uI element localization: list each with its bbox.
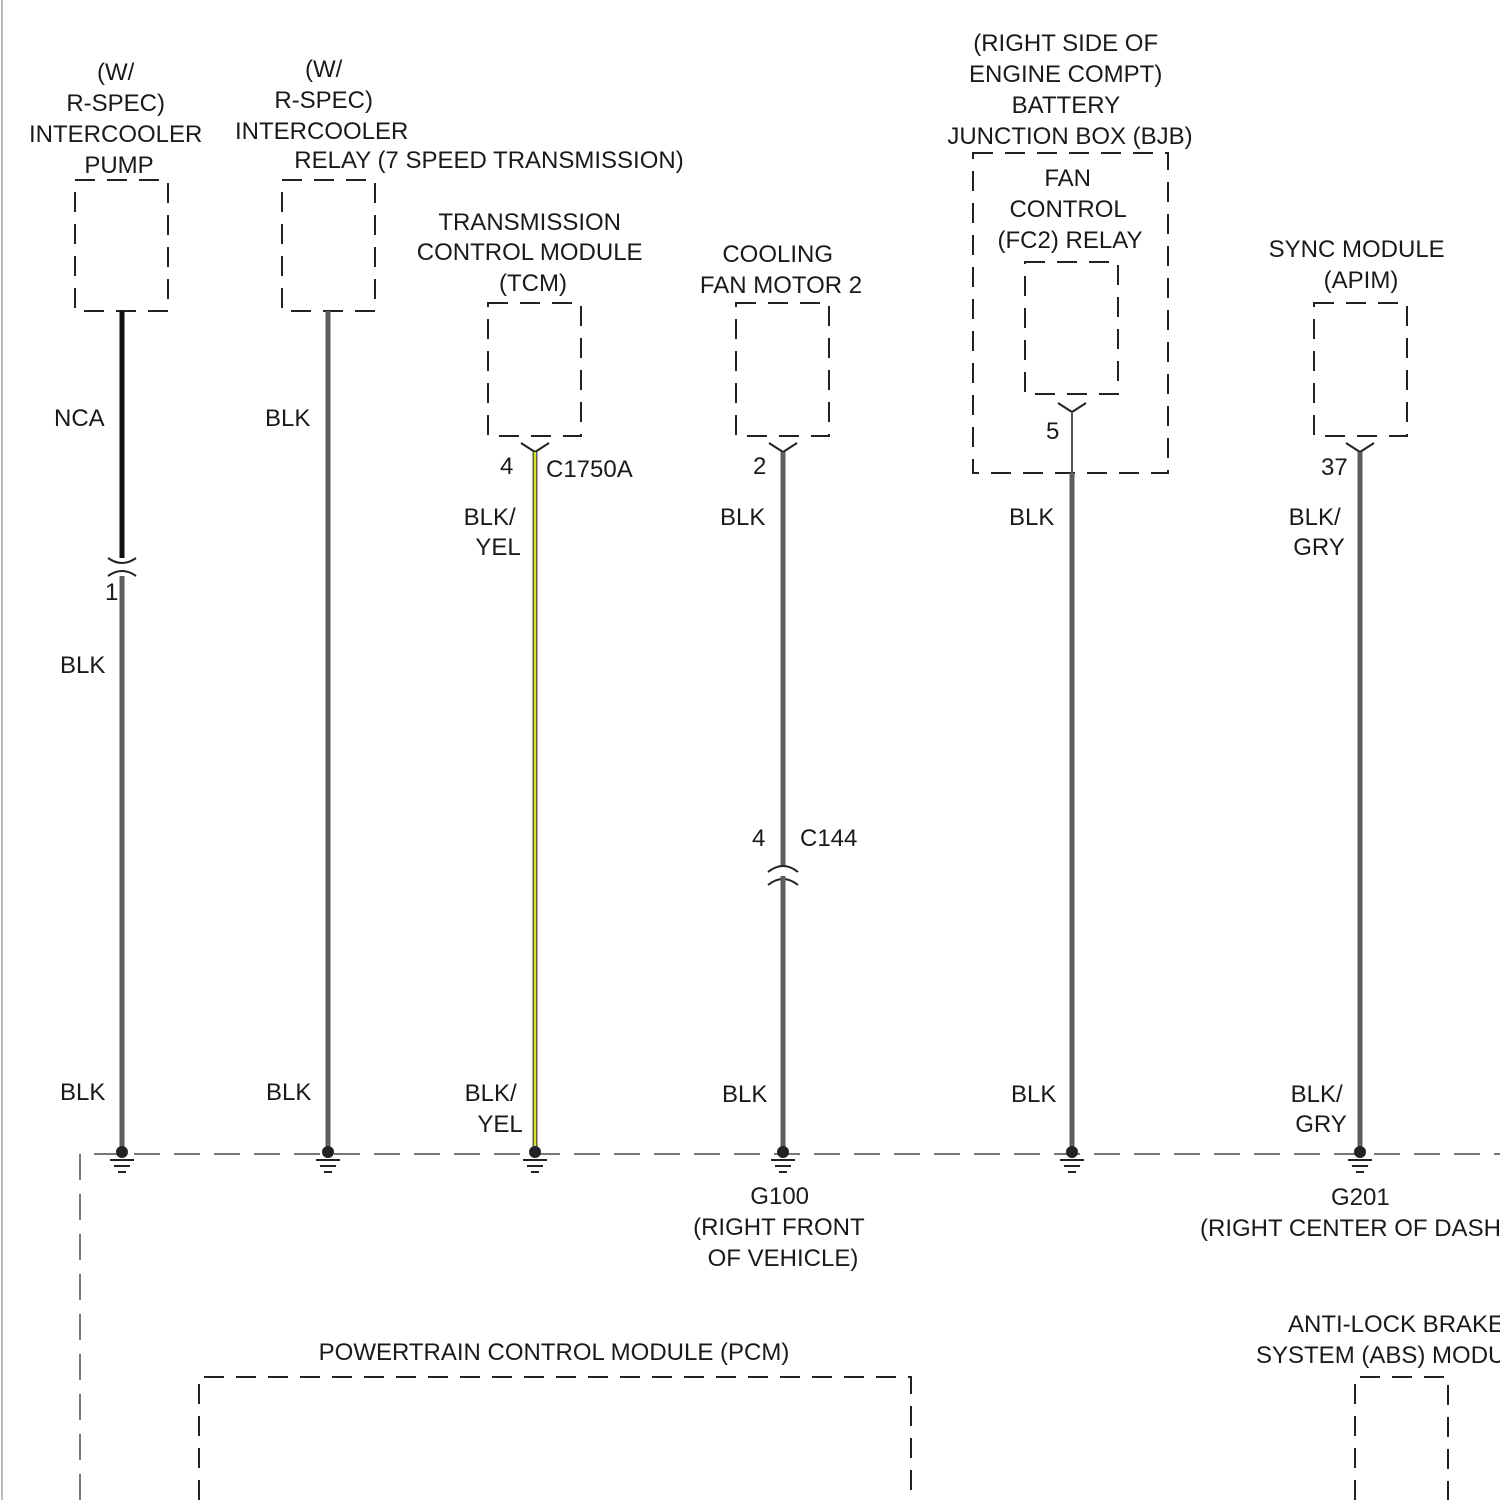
ground-symbol[interactable] [316, 1146, 340, 1172]
abs-module-box [1355, 1377, 1448, 1500]
cooling-fan-motor-2[interactable]: COOLING FAN MOTOR 2 [700, 241, 862, 436]
ground-symbol[interactable] [1060, 1146, 1084, 1172]
pin-label-4: 4 [752, 825, 765, 852]
wire-label-blk-gry: BLK/ GRY [1291, 1081, 1350, 1138]
tcm-box [488, 303, 581, 436]
ground-symbol[interactable] [110, 1146, 134, 1172]
wire-label-blk: BLK [60, 1079, 105, 1106]
wire-label-blk: BLK [720, 504, 765, 531]
wire-label-blk-yel: BLK/ YEL [464, 504, 523, 561]
wire-label-blk: BLK [266, 1079, 311, 1106]
tcm-pin-connector [521, 443, 549, 452]
wire-label-blk-yel: BLK/ YEL [465, 1080, 524, 1138]
intercooler-relay-box [282, 180, 375, 311]
fan-motor-label: COOLING FAN MOTOR 2 [700, 241, 862, 299]
pin-label-5: 5 [1046, 418, 1059, 445]
fc2-relay-label: FAN CONTROL (FC2) RELAY [998, 165, 1143, 254]
ground-label-g100: G100 (RIGHT FRONT OF VEHICLE) [693, 1183, 871, 1272]
pcm-label: POWERTRAIN CONTROL MODULE (PCM) [319, 1339, 790, 1366]
pcm-box [199, 1377, 911, 1500]
ground-symbol[interactable] [523, 1146, 547, 1172]
wire-label-blk-gry: BLK/ GRY [1289, 504, 1348, 561]
pin-label-37: 37 [1321, 454, 1348, 481]
powertrain-control-module[interactable]: POWERTRAIN CONTROL MODULE (PCM) [199, 1339, 911, 1500]
fan-control-fc2-relay[interactable]: FAN CONTROL (FC2) RELAY [998, 165, 1143, 394]
fc2-relay-box [1025, 262, 1118, 394]
intercooler-relay[interactable]: (W/ R-SPEC) INTERCOOLER RELAY (7 SPEED T… [235, 56, 684, 311]
intercooler-pump-box [75, 180, 168, 311]
wire-label-blk: BLK [722, 1081, 767, 1108]
transmission-control-module[interactable]: TRANSMISSION CONTROL MODULE (TCM) [417, 209, 649, 436]
ground-label-g201: G201 (RIGHT CENTER OF DASH) [1200, 1184, 1500, 1242]
inline-connector-1 [108, 558, 136, 576]
tcm-label: TRANSMISSION CONTROL MODULE (TCM) [417, 209, 649, 297]
connector-label-c1750a: C1750A [546, 456, 633, 483]
fc2-relay-pin-connector [1058, 403, 1086, 412]
abs-module[interactable]: ANTI-LOCK BRAKE SYSTEM (ABS) MODULE [1256, 1311, 1500, 1500]
sync-module-label: SYNC MODULE (APIM) [1269, 236, 1452, 294]
wire-label-blk: BLK [1009, 504, 1054, 531]
pin-label-4: 4 [500, 453, 513, 480]
pin-label-2: 2 [753, 453, 766, 480]
abs-module-label: ANTI-LOCK BRAKE SYSTEM (ABS) MODULE [1256, 1311, 1500, 1369]
intercooler-pump[interactable]: (W/ R-SPEC) INTERCOOLER PUMP [29, 59, 209, 311]
wire-label-blk: BLK [265, 405, 310, 432]
connector-label-c144: C144 [800, 825, 857, 852]
sync-module[interactable]: SYNC MODULE (APIM) [1269, 236, 1452, 436]
pin-label-1: 1 [105, 579, 118, 606]
fan-motor-box [736, 303, 829, 436]
sync-pin-connector [1346, 443, 1374, 452]
intercooler-pump-label: (W/ R-SPEC) INTERCOOLER PUMP [29, 59, 209, 179]
fan-motor-pin-connector [769, 443, 797, 452]
intercooler-relay-label: (W/ R-SPEC) INTERCOOLER RELAY (7 SPEED T… [235, 56, 684, 174]
ground-symbol-g100[interactable] [771, 1146, 795, 1172]
bjb-label: (RIGHT SIDE OF ENGINE COMPT) BATTERY JUN… [947, 30, 1192, 150]
wire-label-blk: BLK [1011, 1081, 1056, 1108]
sync-module-box [1314, 303, 1407, 436]
wire-label-nca: NCA [54, 405, 105, 432]
ground-symbol-g201[interactable] [1348, 1146, 1372, 1172]
wire-label-blk: BLK [60, 652, 105, 679]
